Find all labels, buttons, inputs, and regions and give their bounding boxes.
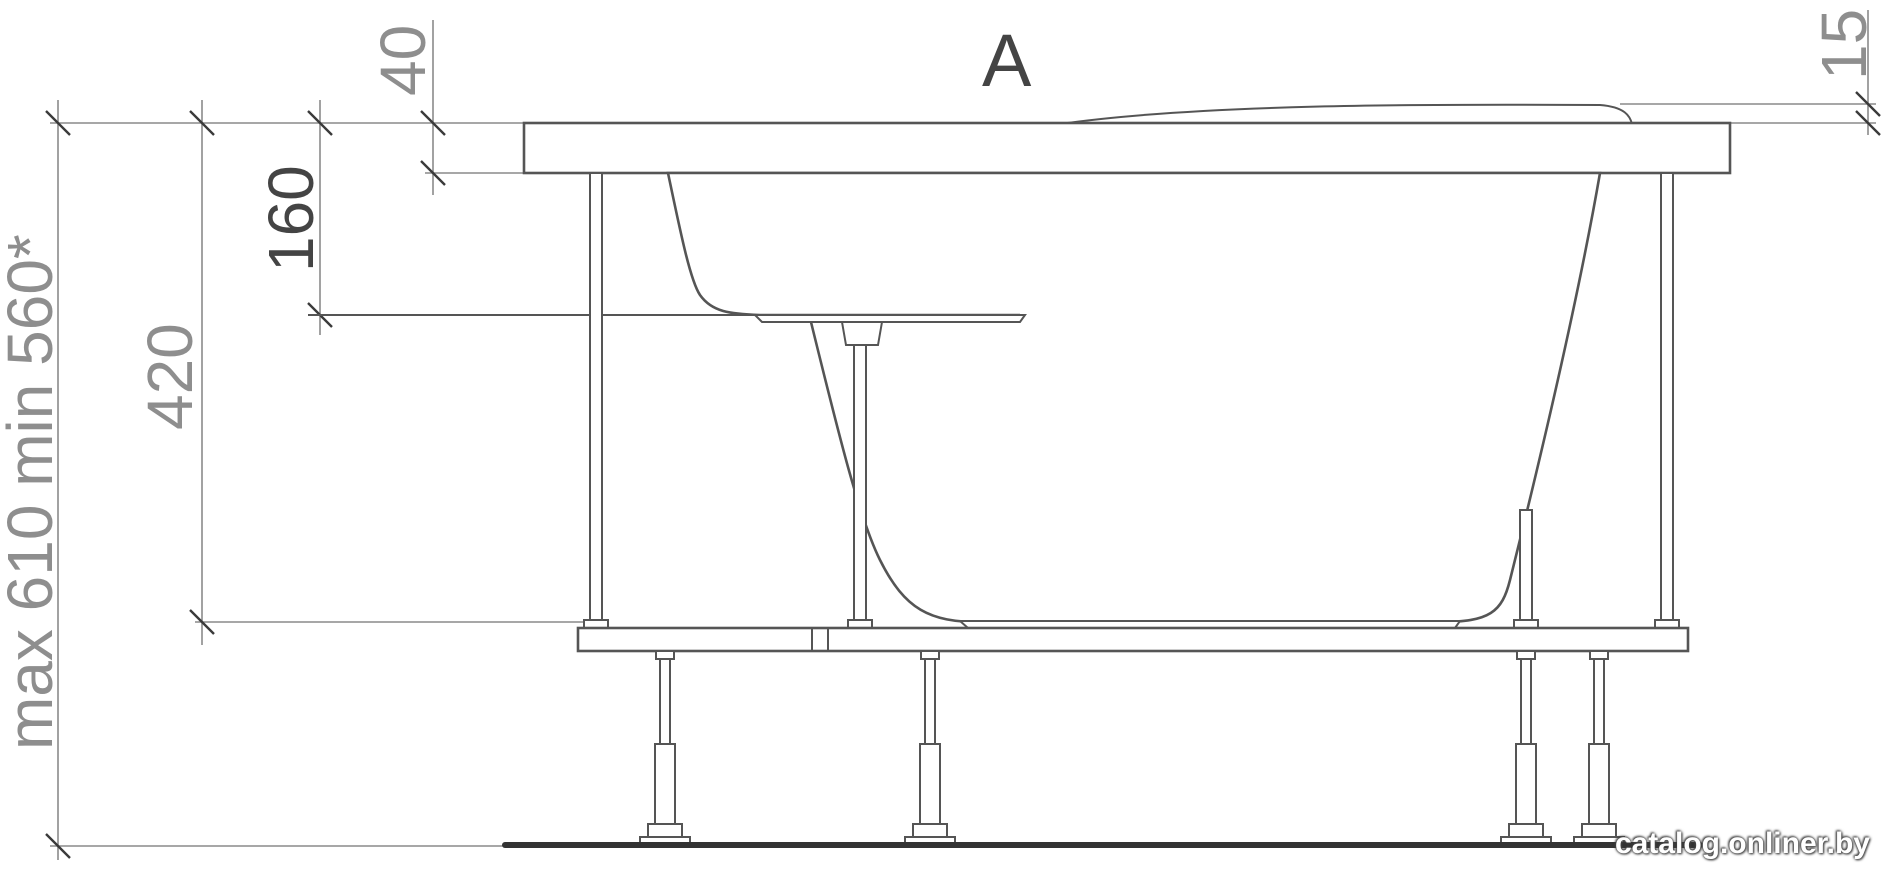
- tick-420-bottom: [189, 609, 215, 635]
- base-beam: [576, 626, 1690, 653]
- post-right-outer: [1660, 172, 1674, 626]
- bathtub: [522, 103, 1732, 629]
- tick-40-top: [420, 110, 446, 136]
- post-left-outer: [589, 172, 603, 626]
- tick-15-top: [1855, 91, 1881, 117]
- tub-rim: [522, 121, 1732, 175]
- view-label-a: A: [982, 19, 1032, 102]
- dim-total-height: max 610 min 560*: [0, 234, 66, 750]
- dim-160: 160: [255, 165, 327, 272]
- base-frame: [576, 626, 1690, 653]
- frame-posts: [583, 172, 1680, 629]
- leg-3: [1500, 650, 1552, 846]
- headrest: [1059, 103, 1634, 125]
- watermark-text: catalog.onliner.by: [1614, 827, 1870, 860]
- leg-4: [1573, 650, 1625, 846]
- tick-15-bottom: [1855, 110, 1881, 136]
- dim-420: 420: [134, 323, 206, 430]
- post-seat: [853, 344, 867, 626]
- seat-drain: [840, 321, 884, 346]
- post-right-inner: [1519, 509, 1533, 626]
- seat-plate: [752, 314, 1027, 323]
- tick-total-bottom: [45, 833, 71, 859]
- leg-1: [639, 650, 691, 846]
- dimension-labels: max 610 min 560* 420 160 40 15 A: [0, 9, 1880, 750]
- tick-40-bottom: [420, 160, 446, 186]
- dim-15: 15: [1808, 9, 1880, 80]
- dim-40: 40: [367, 25, 439, 96]
- tub-bowl: [666, 171, 1602, 624]
- tick-160-top: [307, 110, 333, 136]
- tick-420-top: [189, 110, 215, 136]
- leg-2: [904, 650, 956, 846]
- tick-total-top: [45, 110, 71, 136]
- adjustable-legs: [639, 650, 1625, 846]
